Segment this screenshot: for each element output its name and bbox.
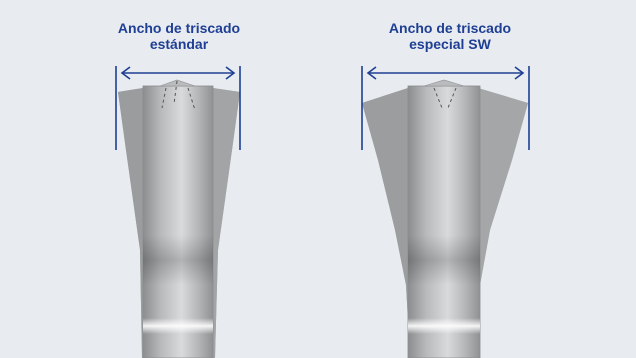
standard-tooth-tip <box>159 79 196 87</box>
standard-right-flank <box>213 88 240 358</box>
special-sw-set-blade <box>362 79 528 358</box>
standard-blade-body <box>143 86 213 358</box>
standard-width-indicator <box>115 66 241 150</box>
special-width-indicator <box>361 66 530 150</box>
standard-arrowhead-left <box>120 66 131 80</box>
standard-set-width-label: Ancho de triscado estándar <box>69 20 289 52</box>
special-sw-set-width-label: Ancho de triscado especial SW <box>340 20 560 52</box>
special-tooth-tip <box>423 79 465 87</box>
special-blade-body <box>408 86 480 358</box>
special-left-flank <box>362 88 410 358</box>
special-right-flank <box>478 88 528 358</box>
special-arrowhead-left <box>366 66 377 80</box>
special-label-line1: Ancho de triscado <box>388 20 512 36</box>
standard-arrowhead-right <box>225 66 236 80</box>
standard-set-blade <box>118 79 240 358</box>
standard-label-line2: estándar <box>149 36 209 52</box>
standard-left-flank <box>118 88 143 358</box>
special-arrowhead-right <box>514 66 525 80</box>
standard-label-line1: Ancho de triscado <box>117 20 241 36</box>
special-label-line2: especial SW <box>409 36 491 52</box>
